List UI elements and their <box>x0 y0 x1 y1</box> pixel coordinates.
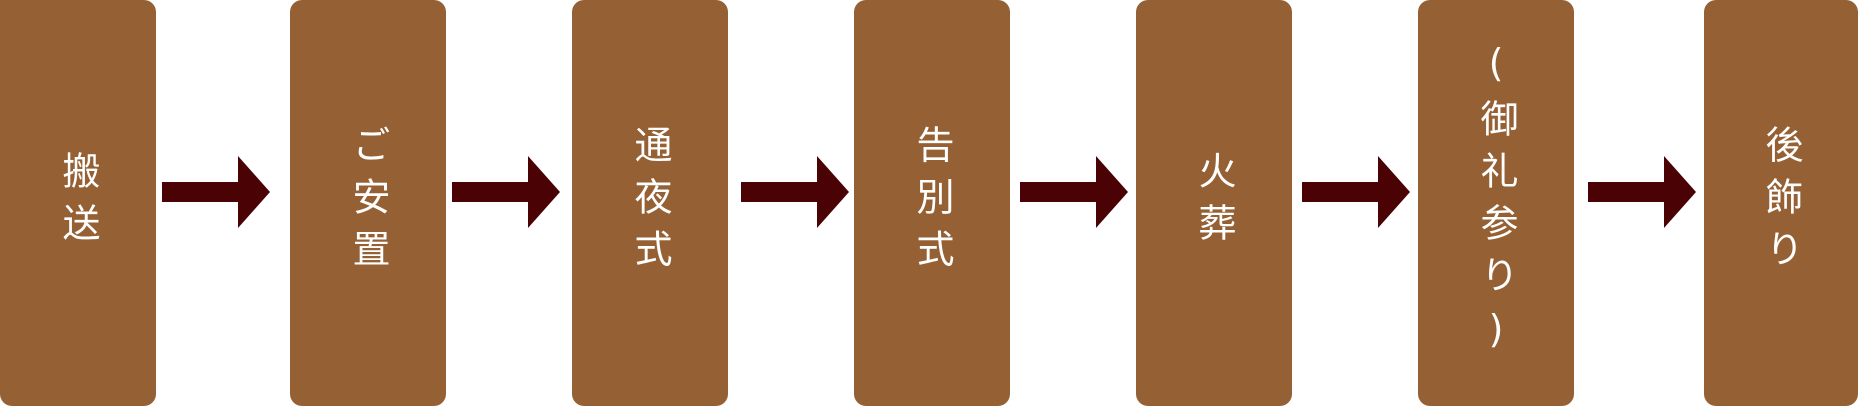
step-wake: 通夜式 <box>572 0 728 406</box>
arrow-icon <box>741 156 849 228</box>
step-transport: 搬送 <box>0 0 156 406</box>
arrow-icon <box>162 156 270 228</box>
step-label: ご安置 <box>346 125 390 281</box>
step-label: 告別式 <box>910 125 954 281</box>
step-funeral: 告別式 <box>854 0 1010 406</box>
arrow-icon <box>1302 156 1410 228</box>
step-label: 後飾り <box>1759 125 1803 281</box>
arrow-icon <box>452 156 560 228</box>
step-enshrinement: ご安置 <box>290 0 446 406</box>
step-thanks-visit: (御礼参り) <box>1418 0 1574 406</box>
step-label: 搬送 <box>56 151 100 255</box>
step-label: 通夜式 <box>628 125 672 281</box>
step-altar: 後飾り <box>1704 0 1858 406</box>
step-label: 火葬 <box>1192 151 1236 255</box>
step-cremation: 火葬 <box>1136 0 1292 406</box>
arrow-icon <box>1588 156 1696 228</box>
arrow-icon <box>1020 156 1128 228</box>
step-label: (御礼参り) <box>1474 41 1518 365</box>
